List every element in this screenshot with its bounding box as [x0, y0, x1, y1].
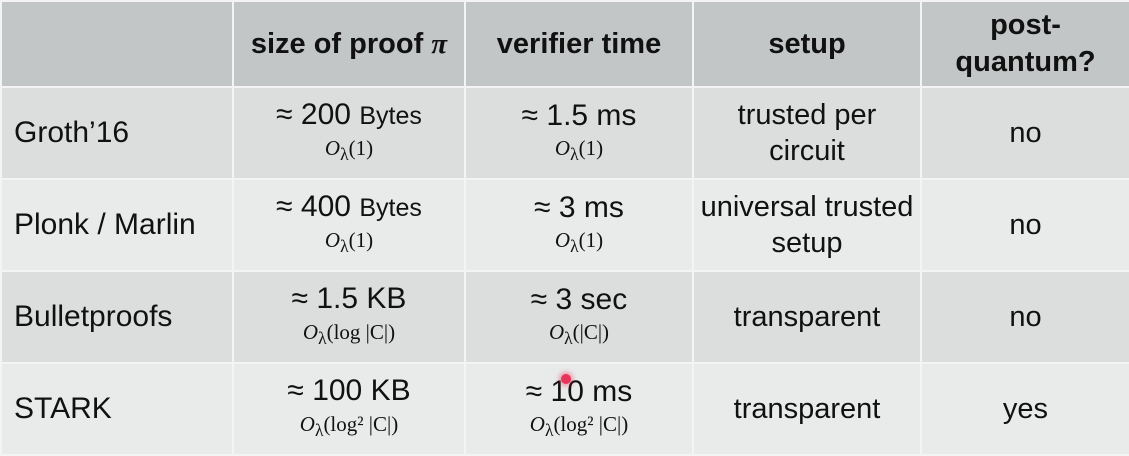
verifier-cell: ≈ 3 sec Oλ(|C|): [464, 270, 694, 364]
verifier-value: ≈ 1.5 ms: [521, 98, 637, 132]
verifier-complexity: Oλ(|C|): [548, 319, 610, 349]
size-value: ≈ 200 Bytes: [240, 98, 458, 133]
size-approx: ≈ 400: [276, 190, 351, 224]
size-cell: ≈ 200 Bytes Oλ(1): [232, 86, 466, 180]
header-size-symbol: π: [431, 27, 448, 60]
pq-cell: yes: [920, 362, 1129, 456]
size-complexity: Oλ(1): [324, 228, 374, 257]
verifier-value: ≈ 3 sec: [530, 282, 628, 316]
pq-value: no: [1009, 117, 1042, 149]
setup-cell: trusted per circuit: [692, 86, 922, 180]
scheme-name: Groth’16: [0, 86, 234, 180]
scheme-name: Plonk / Marlin: [0, 178, 234, 272]
size-complexity: Oλ(log |C|): [302, 320, 396, 349]
size-value: ≈ 400 Bytes: [240, 190, 458, 225]
size-approx: ≈ 100 KB: [287, 374, 411, 408]
laser-pointer-icon: [561, 374, 571, 384]
verifier-cell: ≈ 3 ms Oλ(1): [464, 178, 694, 272]
verifier-complexity: Oλ(log² |C|): [529, 411, 629, 441]
scheme-name: Bulletproofs: [0, 270, 234, 364]
verifier-cell: ≈ 1.5 ms Oλ(1): [464, 86, 694, 180]
pq-value: no: [1009, 301, 1042, 333]
size-unit: Bytes: [359, 102, 422, 131]
table-row: Bulletproofs ≈ 1.5 KB Oλ(log |C|) ≈ 3 se…: [0, 270, 1129, 364]
size-complexity: Oλ(1): [324, 136, 374, 165]
size-approx: ≈ 1.5 KB: [291, 282, 407, 316]
size-value: ≈ 100 KB: [240, 374, 458, 409]
size-cell: ≈ 1.5 KB Oλ(log |C|): [232, 270, 466, 364]
verifier-complexity: Oλ(1): [554, 135, 604, 165]
header-corner: [0, 0, 234, 88]
setup-value: transparent: [733, 393, 881, 425]
setup-cell: transparent: [692, 270, 922, 364]
pq-cell: no: [920, 270, 1129, 364]
setup-value: transparent: [733, 301, 881, 333]
size-cell: ≈ 400 Bytes Oλ(1): [232, 178, 466, 272]
size-value: ≈ 1.5 KB: [240, 282, 458, 317]
verifier-cell: ≈ 10 ms Oλ(log² |C|): [464, 362, 694, 456]
header-setup: setup: [692, 0, 922, 88]
size-complexity: Oλ(log² |C|): [299, 412, 399, 441]
size-unit: Bytes: [359, 194, 422, 223]
pq-cell: no: [920, 178, 1129, 272]
size-approx: ≈ 200: [276, 98, 351, 132]
pq-cell: no: [920, 86, 1129, 180]
setup-value: universal trusted setup: [700, 191, 914, 259]
table-row: Plonk / Marlin ≈ 400 Bytes Oλ(1) ≈ 3 ms …: [0, 178, 1129, 272]
table-row: Groth’16 ≈ 200 Bytes Oλ(1) ≈ 1.5 ms Oλ(1…: [0, 86, 1129, 180]
scheme-name: STARK: [0, 362, 234, 456]
pq-value: no: [1009, 209, 1042, 241]
header-verifier: verifier time: [464, 0, 694, 88]
setup-cell: universal trusted setup: [692, 178, 922, 272]
header-pq: post-quantum?: [920, 0, 1129, 88]
setup-cell: transparent: [692, 362, 922, 456]
verifier-value: ≈ 3 ms: [534, 190, 624, 224]
setup-value: trusted per circuit: [737, 99, 877, 167]
verifier-value: ≈ 10 ms: [525, 374, 633, 408]
header-size: size of proof π: [232, 0, 466, 88]
verifier-complexity: Oλ(1): [554, 227, 604, 257]
header-size-label: size of proof: [250, 27, 424, 60]
table-row: STARK ≈ 100 KB Oλ(log² |C|) ≈ 10 ms Oλ(l…: [0, 362, 1129, 456]
pq-value: yes: [1002, 393, 1049, 425]
size-cell: ≈ 100 KB Oλ(log² |C|): [232, 362, 466, 456]
header-row: size of proof π verifier time setup post…: [0, 0, 1129, 88]
